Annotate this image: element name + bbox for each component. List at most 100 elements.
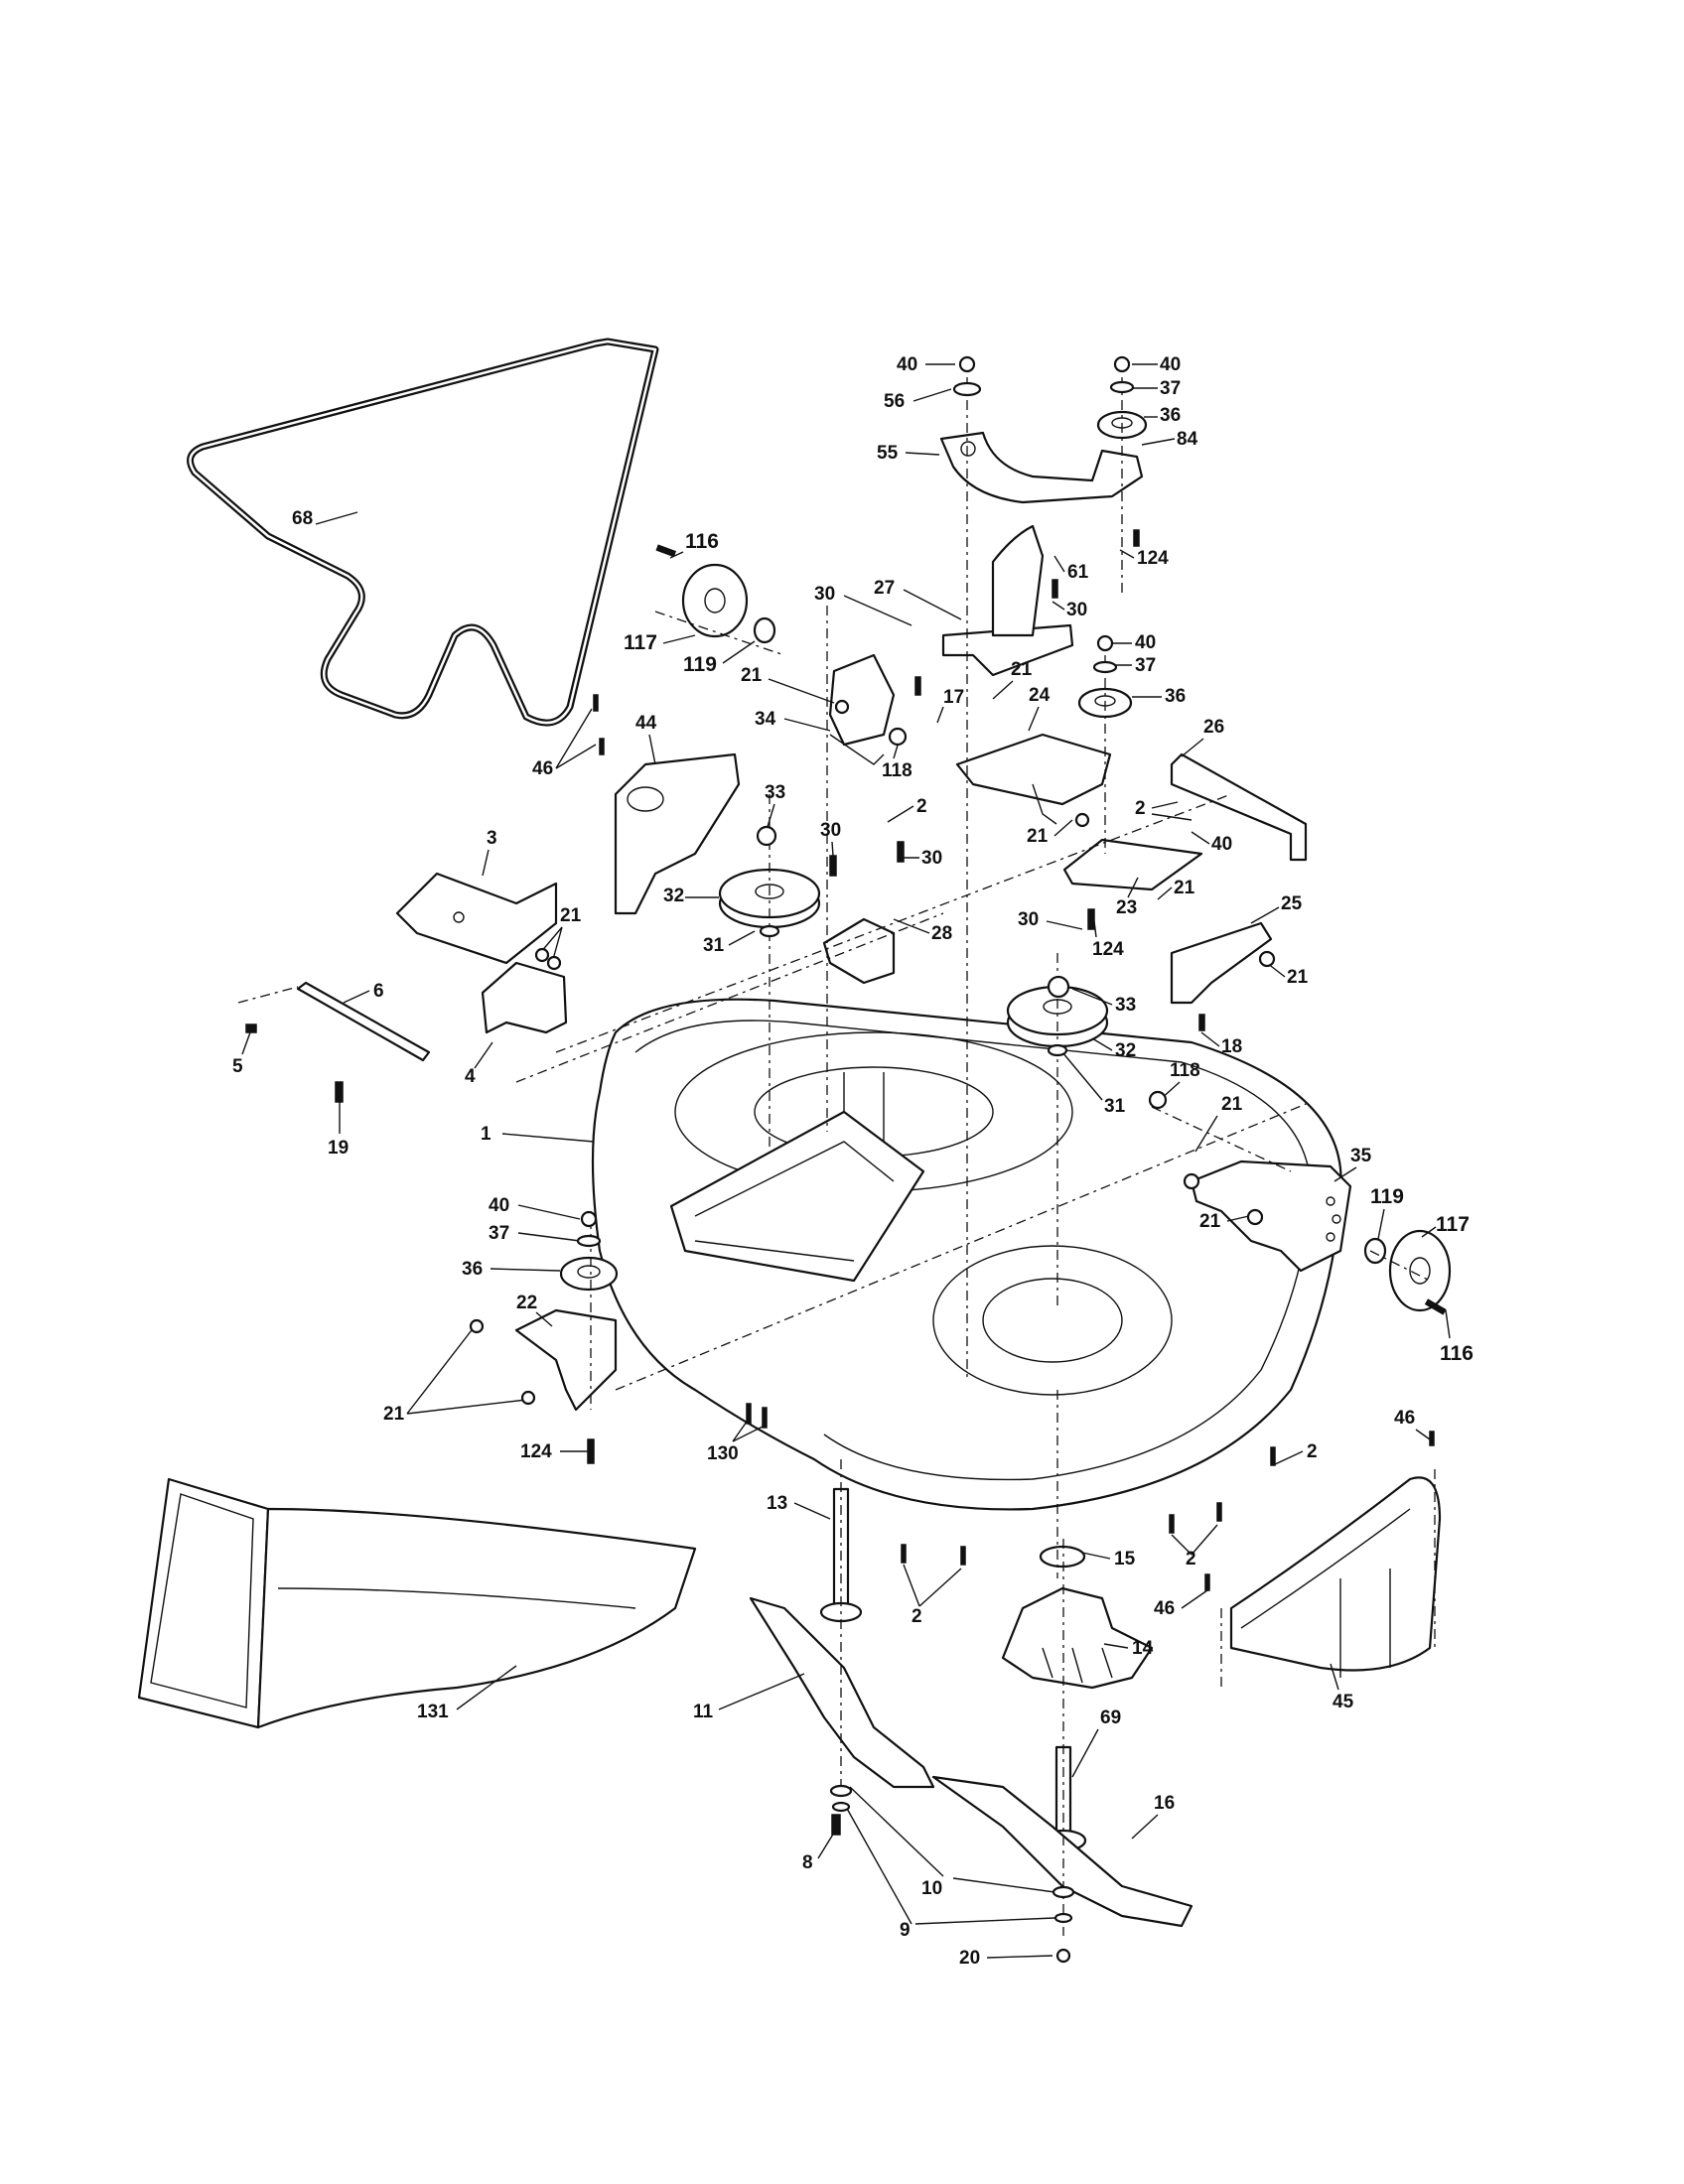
callout-20: 20 [959, 1948, 980, 1969]
callout-131: 131 [417, 1702, 449, 1722]
callout-8: 8 [802, 1852, 813, 1873]
callout-21: 21 [1011, 659, 1033, 680]
callout-24: 24 [1029, 685, 1051, 706]
callout-32: 32 [663, 886, 684, 906]
callout-2: 2 [912, 1606, 922, 1627]
callout-124: 124 [1137, 548, 1169, 569]
belt-guard-part-44 [614, 752, 741, 915]
callout-34: 34 [755, 709, 776, 730]
callout-31: 31 [1104, 1096, 1126, 1117]
callout-25: 25 [1281, 893, 1303, 914]
callout-117: 117 [624, 631, 657, 654]
callout-22: 22 [516, 1293, 537, 1313]
callout-11: 11 [693, 1702, 714, 1722]
callout-21: 21 [1287, 967, 1309, 988]
bracket-part-3 [395, 872, 558, 965]
alignment-lines [237, 377, 1436, 1936]
callout-30: 30 [1018, 909, 1039, 930]
bracket-part-25 [1170, 921, 1273, 1005]
callout-33: 33 [765, 782, 785, 803]
callout-117: 117 [1436, 1213, 1470, 1236]
callout-40: 40 [897, 354, 917, 375]
link-rod-part-6 [296, 981, 431, 1062]
bracket-part-4 [481, 961, 568, 1034]
callout-10: 10 [921, 1878, 942, 1899]
callout-2: 2 [1135, 798, 1146, 819]
hardware-fasteners [245, 355, 1447, 1964]
callout-36: 36 [1160, 405, 1181, 426]
callout-30: 30 [814, 584, 835, 605]
callout-2: 2 [916, 796, 927, 817]
callout-84: 84 [1177, 429, 1198, 450]
callout-130: 130 [707, 1443, 739, 1464]
callout-119: 119 [683, 653, 717, 676]
callout-45: 45 [1333, 1692, 1354, 1712]
spindle-shaft-part-13 [819, 1487, 863, 1623]
callout-36: 36 [1165, 686, 1186, 707]
callout-27: 27 [874, 578, 895, 599]
callout-28: 28 [931, 923, 952, 944]
callout-14: 14 [1132, 1638, 1154, 1659]
callout-33: 33 [1115, 995, 1136, 1016]
callout-6: 6 [373, 981, 384, 1002]
callout-21: 21 [1027, 826, 1049, 847]
callout-16: 16 [1154, 1793, 1175, 1814]
mower-blade-part-11 [749, 1596, 935, 1789]
callout-37: 37 [1135, 655, 1156, 676]
part-callouts: 40 56 55 40 37 36 84 124 61 30 27 30 40 … [232, 354, 1474, 1969]
callout-124: 124 [1092, 939, 1124, 960]
callout-17: 17 [943, 687, 964, 708]
callout-46: 46 [532, 758, 553, 779]
callout-124: 124 [520, 1441, 552, 1462]
callout-69: 69 [1100, 1707, 1121, 1728]
callout-118: 118 [1170, 1060, 1200, 1081]
callout-56: 56 [884, 391, 905, 412]
callout-119: 119 [1370, 1185, 1404, 1208]
callout-46: 46 [1154, 1598, 1175, 1619]
callout-2: 2 [1307, 1441, 1318, 1462]
spacer-part-119-top [753, 616, 776, 644]
callout-21: 21 [741, 665, 763, 686]
gauge-wheel-part-117-right [1388, 1229, 1452, 1312]
callout-9: 9 [900, 1920, 911, 1941]
callout-30: 30 [820, 820, 841, 841]
callout-19: 19 [328, 1138, 349, 1159]
callout-2: 2 [1186, 1549, 1196, 1570]
callout-18: 18 [1221, 1036, 1242, 1057]
bracket-part-27 [941, 524, 1074, 677]
drive-belt-part-68 [187, 338, 659, 727]
callout-21: 21 [1199, 1211, 1221, 1232]
callout-68: 68 [292, 508, 313, 529]
discharge-chute-part-131 [137, 1477, 697, 1729]
callout-46: 46 [1394, 1408, 1415, 1429]
callout-61: 61 [1067, 562, 1089, 583]
callout-36: 36 [462, 1259, 483, 1280]
spacer-part-119-right [1363, 1237, 1387, 1265]
callout-23: 23 [1116, 897, 1137, 918]
callout-3: 3 [487, 828, 497, 849]
callout-40: 40 [1211, 834, 1232, 855]
spindle-housing-part-14 [1001, 1545, 1154, 1690]
callout-30: 30 [921, 848, 942, 869]
callout-116: 116 [685, 530, 719, 553]
callout-13: 13 [767, 1493, 787, 1514]
callout-30: 30 [1066, 600, 1087, 620]
bracket-part-26 [1170, 752, 1308, 862]
callout-118: 118 [882, 760, 912, 781]
bracket-part-24 [955, 733, 1112, 825]
belt-cover-part-45 [1229, 1476, 1442, 1678]
callout-116: 116 [1440, 1342, 1474, 1365]
callout-15: 15 [1114, 1549, 1136, 1570]
callout-35: 35 [1350, 1146, 1372, 1166]
callout-26: 26 [1203, 717, 1224, 738]
bracket-part-23 [1062, 838, 1203, 891]
mower-blade-part-16 [931, 1775, 1193, 1928]
callout-40: 40 [489, 1195, 509, 1216]
callout-21: 21 [560, 905, 582, 926]
callout-37: 37 [1160, 378, 1181, 399]
callout-5: 5 [232, 1056, 243, 1077]
callout-21: 21 [383, 1404, 405, 1425]
callout-37: 37 [489, 1223, 509, 1244]
callout-1: 1 [481, 1124, 491, 1145]
